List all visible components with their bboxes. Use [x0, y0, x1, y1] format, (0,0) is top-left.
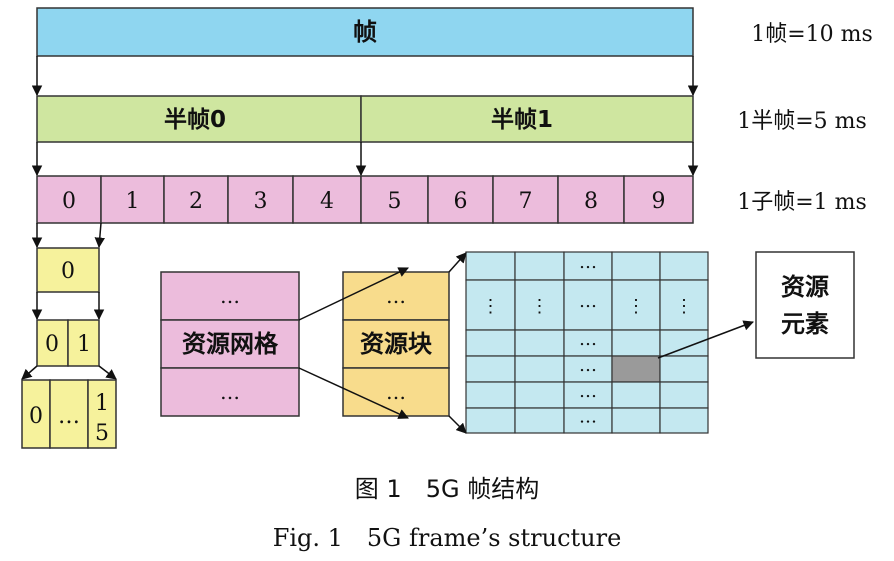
slot-level1-label: 0	[61, 259, 75, 284]
re-grid-cell	[465, 407, 516, 434]
subframe-label: 6	[454, 189, 468, 214]
re-grid-cell	[514, 279, 565, 331]
resource-element-line2: 元素	[781, 310, 829, 338]
resource-element-grid: … … … … … ⋮ ⋮ ⋮ ⋮ …	[465, 251, 709, 434]
re-grid-cell	[514, 251, 565, 281]
re-grid-cell	[465, 279, 516, 331]
slot-level2-cell-0	[36, 319, 69, 367]
slot-level3-last-bottom: 5	[95, 421, 109, 446]
slot-level2-label-1: 1	[77, 332, 91, 357]
re-grid-dots: …	[579, 381, 597, 402]
re-grid-cell	[659, 251, 709, 281]
re-grid-cell	[659, 407, 709, 434]
frame-bar	[36, 7, 694, 57]
subframe-label: 2	[189, 189, 203, 214]
resource-grid-top	[160, 271, 300, 321]
re-grid-cell	[659, 279, 709, 331]
resource-block-label: 资源块	[360, 330, 432, 358]
re-grid-cell	[563, 355, 613, 383]
re-grid-dots: …	[579, 355, 597, 376]
re-grid-dots: …	[579, 252, 597, 273]
subframe-label: 3	[254, 189, 268, 214]
half-frame-1	[360, 95, 694, 143]
resource-grid-label: 资源网格	[182, 330, 279, 358]
re-grid-cell	[514, 329, 565, 357]
resource-grid-bottom	[160, 367, 300, 417]
resource-element-box	[755, 251, 855, 359]
re-grid-cell	[611, 407, 661, 434]
resource-element-line1: 资源	[781, 273, 829, 301]
half-frame-0	[36, 95, 362, 143]
resource-block-dots-bottom: …	[386, 380, 406, 404]
subframe-cell	[360, 175, 429, 224]
re-grid-cell	[465, 381, 516, 409]
caption-en: Fig. 1 5G frame’s structure	[273, 524, 622, 552]
re-grid-cell	[514, 381, 565, 409]
re-grid-cell	[563, 279, 613, 331]
slot-level1-box	[36, 247, 100, 293]
slot-level3-cell-first	[21, 379, 51, 449]
re-grid-vdots: ⋮	[675, 296, 693, 317]
slot-level3-cell-dots	[49, 379, 89, 449]
resource-grid-dots-bottom: …	[220, 380, 240, 404]
frame-duration-note: 1帧=10 ms	[751, 22, 873, 47]
re-grid-cell	[611, 329, 661, 357]
slot-level3-last-top: 1	[95, 391, 109, 416]
re-grid-dots: …	[579, 329, 597, 350]
highlighted-resource-element	[611, 355, 661, 383]
subframe-cell	[492, 175, 559, 224]
subframe-cell	[623, 175, 694, 224]
slot-level2-label-0: 0	[45, 332, 59, 357]
re-grid-vdots: ⋮	[627, 296, 645, 317]
subframe-cell	[227, 175, 294, 224]
re-grid-vdots: ⋮	[531, 296, 549, 317]
re-grid-cell	[659, 355, 709, 383]
half-frame-0-label: 半帧0	[164, 107, 226, 133]
slot-level3-cell-last	[87, 379, 117, 449]
subframe-duration-note: 1子帧=1 ms	[737, 190, 867, 215]
frame-label: 帧	[353, 18, 377, 46]
resource-grid-middle	[160, 319, 300, 369]
re-grid-cell	[611, 381, 661, 409]
subframe-cell	[100, 175, 165, 224]
subframe-label: 7	[519, 189, 533, 214]
re-grid-cell	[514, 407, 565, 434]
re-grid-cell	[514, 355, 565, 383]
slot-level3-dots: …	[58, 404, 80, 429]
re-grid-cell	[611, 251, 661, 281]
subframe-label: 4	[320, 189, 334, 214]
re-grid-cell	[659, 329, 709, 357]
re-grid-cell	[465, 251, 516, 281]
subframe-label: 0	[62, 189, 76, 214]
slot-level2-cell-1	[67, 319, 100, 367]
re-grid-dots: …	[579, 291, 597, 312]
re-grid-dots: …	[579, 407, 597, 428]
subframe-label: 9	[652, 189, 666, 214]
resource-block-dots-top: …	[386, 284, 406, 308]
re-grid-cell	[465, 329, 516, 357]
resource-block-top	[342, 271, 450, 321]
re-grid-cell	[465, 355, 516, 383]
re-grid-cell	[611, 279, 661, 331]
re-grid-vdots: ⋮	[482, 296, 500, 317]
slot-level3-first: 0	[29, 404, 43, 429]
half-frame-duration-note: 1半帧=5 ms	[737, 109, 867, 134]
subframe-row: 0 1 2 3 4 5 6 7 8 9	[36, 175, 694, 224]
resource-block-bottom	[342, 367, 450, 417]
resource-grid-dots-top: …	[220, 284, 240, 308]
caption-cn: 图 1 5G 帧结构	[355, 475, 539, 503]
subframe-label: 8	[584, 189, 598, 214]
subframe-label: 5	[388, 189, 402, 214]
half-frame-1-label: 半帧1	[491, 107, 553, 133]
subframe-label: 1	[126, 189, 140, 214]
re-grid-cell	[659, 381, 709, 409]
